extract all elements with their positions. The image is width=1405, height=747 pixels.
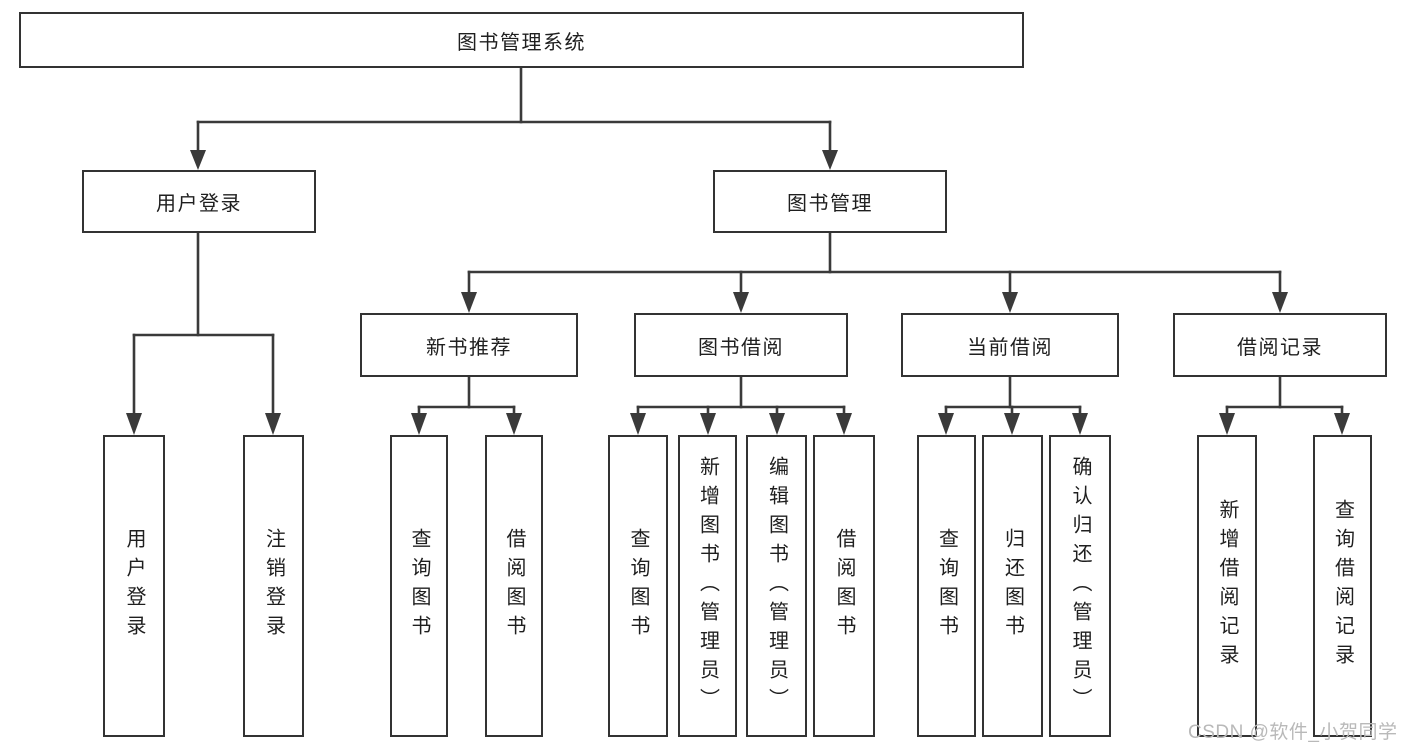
node-label: 查询图书 [408,528,430,644]
node-library-management-system: 图书管理系统 [19,12,1024,68]
node-label: 新增借阅记录 [1216,499,1238,673]
node-new-book-recommendation: 新书推荐 [360,313,578,377]
node-leaf-logout: 注销登录 [243,435,304,737]
node-label: 借阅记录 [1237,336,1323,359]
node-leaf-user-login: 用户登录 [103,435,165,737]
node-label: 图书管理 [787,193,873,215]
node-leaf-query-books-rec: 查询图书 [390,435,448,737]
node-label: 注销登录 [262,528,285,644]
node-leaf-add-books-admin: 新增图书（管理员） [678,435,737,737]
node-leaf-edit-books-admin: 编辑图书（管理员） [746,435,807,737]
node-label: 当前借阅 [967,336,1053,359]
node-leaf-borrow-books-rec: 借阅图书 [485,435,543,737]
node-label: 新书推荐 [426,336,512,359]
node-label: 图书管理系统 [457,31,586,54]
connector-book-mgmt-to-level3 [461,231,1288,313]
node-label: 归还图书 [1001,528,1024,644]
node-label: 编辑图书（管理员） [765,455,788,717]
node-leaf-return-books: 归还图书 [982,435,1043,737]
node-label: 用户登录 [123,528,145,644]
connector-new-book-rec-to-leaves [411,375,522,435]
node-label: 图书借阅 [698,336,784,359]
node-leaf-query-books-borrow: 查询图书 [608,435,668,737]
node-user-login: 用户登录 [82,170,316,233]
node-label: 确认归还（管理员） [1069,455,1091,717]
node-label: 借阅图书 [503,528,525,644]
node-book-borrowing: 图书借阅 [634,313,848,377]
node-label: 查询借阅记录 [1331,499,1354,673]
connector-borrow-record-to-leaves [1219,375,1350,435]
connector-root-to-level2 [190,66,838,170]
node-leaf-borrow-books: 借阅图书 [813,435,875,737]
node-label: 查询图书 [935,528,958,644]
node-leaf-query-books-current: 查询图书 [917,435,976,737]
node-book-management: 图书管理 [713,170,947,233]
csdn-watermark: CSDN @软件_小贺同学 [1188,722,1398,743]
node-borrowing-records: 借阅记录 [1173,313,1387,377]
node-label: 用户登录 [156,193,242,215]
node-label: 新增图书（管理员） [696,455,719,717]
node-leaf-confirm-return-admin: 确认归还（管理员） [1049,435,1111,737]
connector-current-borrow-to-leaves [938,375,1088,435]
connector-user-login-to-leaves [126,231,281,435]
node-label: 查询图书 [627,528,649,644]
connector-book-borrow-to-leaves [630,375,852,435]
node-label: 借阅图书 [833,528,855,644]
node-leaf-query-borrow-record: 查询借阅记录 [1313,435,1372,737]
node-leaf-add-borrow-record: 新增借阅记录 [1197,435,1257,737]
node-current-borrowing: 当前借阅 [901,313,1119,377]
